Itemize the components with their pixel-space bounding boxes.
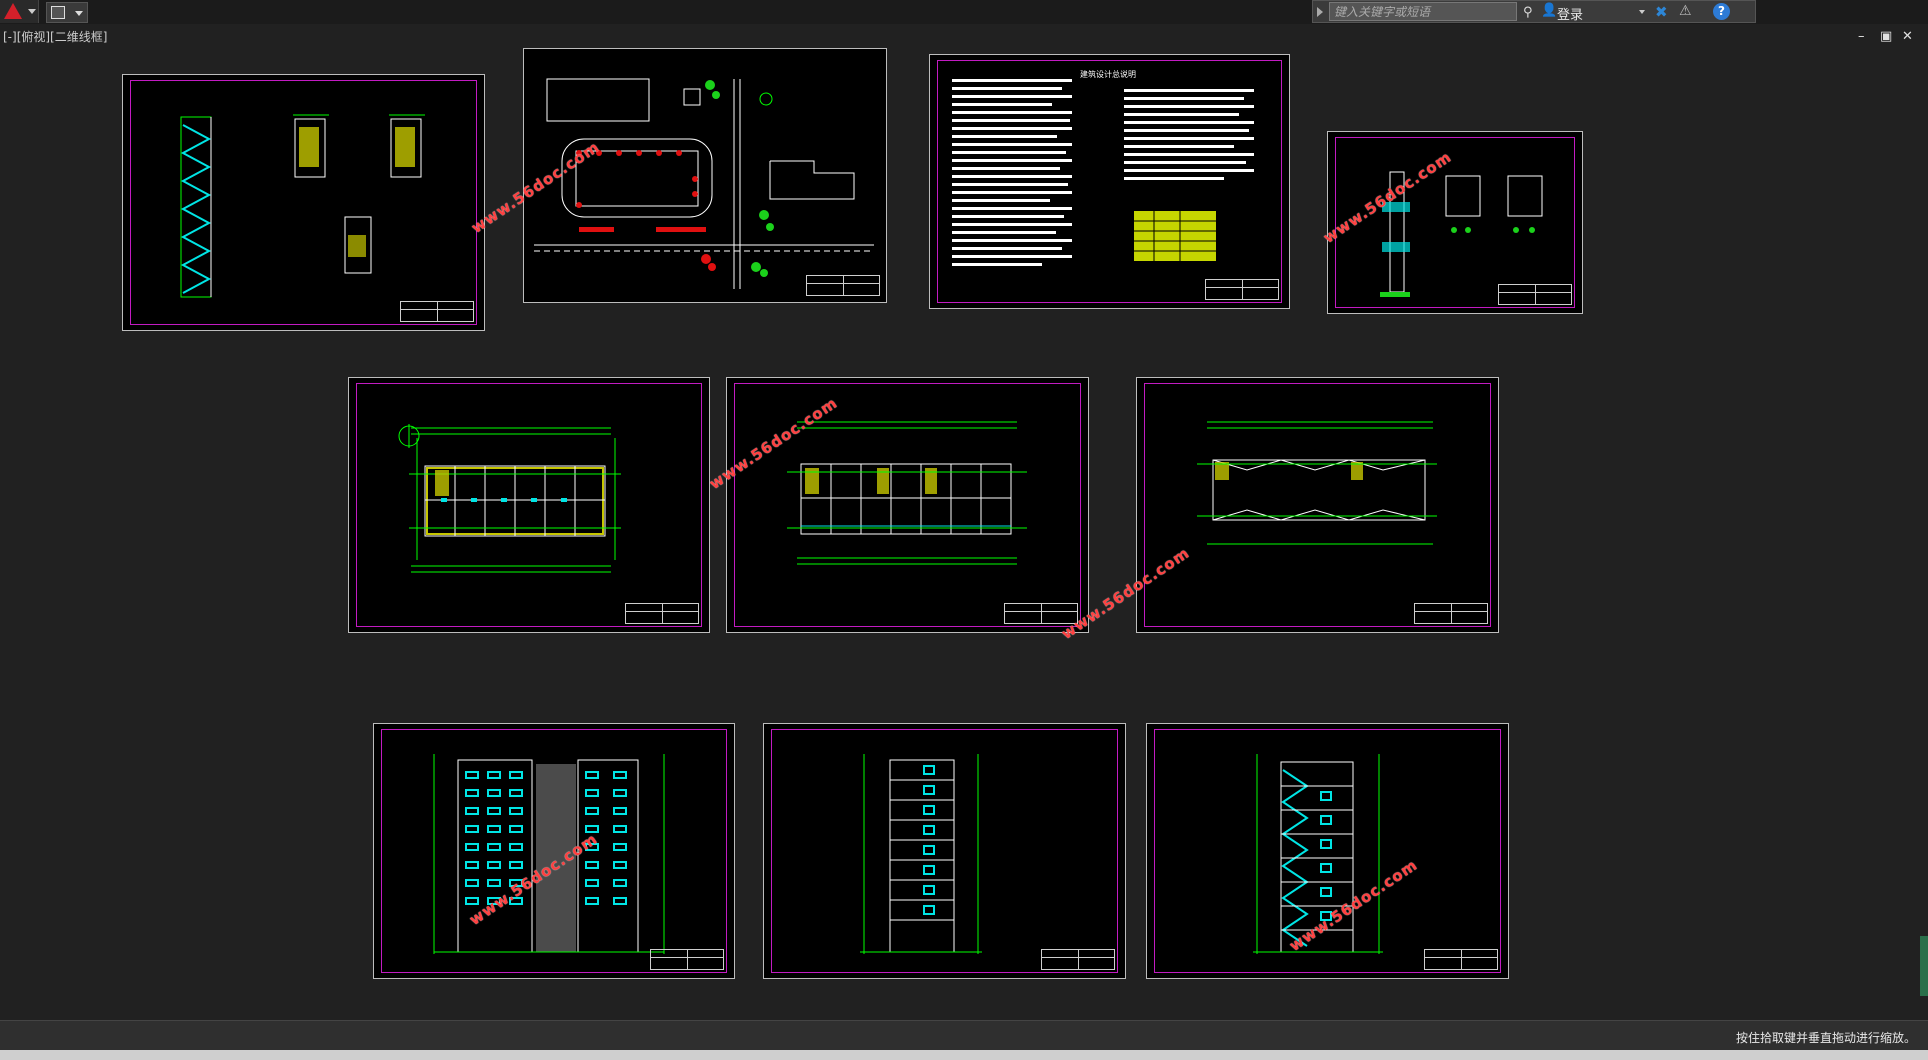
title-block bbox=[650, 949, 724, 970]
title-block bbox=[1414, 603, 1488, 624]
sheet-stair-details[interactable] bbox=[122, 74, 485, 331]
login-button[interactable]: 登录 bbox=[1557, 8, 1584, 23]
status-bar bbox=[0, 1050, 1928, 1060]
title-bar: 键入关键字或短语 ⚲ 👤 登录 ✖ ⚠ ? bbox=[0, 0, 1928, 24]
command-prompt: 按住拾取键并垂直拖动进行缩放。 bbox=[1735, 1031, 1916, 1045]
quick-access-button[interactable] bbox=[46, 2, 88, 23]
sheet-side-elevation[interactable] bbox=[763, 723, 1126, 979]
info-center: 键入关键字或短语 ⚲ 👤 登录 ✖ ⚠ ? bbox=[1312, 0, 1756, 23]
sheet-floor-plan-1[interactable] bbox=[348, 377, 710, 633]
sheet-border bbox=[356, 383, 702, 627]
node-details-drawing bbox=[1380, 171, 1543, 297]
sheet-floor-plan-std[interactable] bbox=[726, 377, 1089, 633]
minimize-button[interactable]: – bbox=[1858, 29, 1865, 44]
workspace-icon bbox=[51, 6, 65, 19]
title-block bbox=[1205, 279, 1279, 300]
scrollbar-handle[interactable] bbox=[1920, 936, 1928, 996]
site-plan-drawing bbox=[534, 78, 874, 289]
sheet-front-elevation[interactable] bbox=[373, 723, 735, 979]
restore-button[interactable]: ▣ bbox=[1880, 29, 1893, 44]
binoculars-icon[interactable]: ⚲ bbox=[1523, 5, 1533, 20]
title-block bbox=[625, 603, 699, 624]
title-block bbox=[1498, 284, 1572, 305]
search-input[interactable]: 键入关键字或短语 bbox=[1329, 2, 1517, 21]
stair-drawing bbox=[180, 114, 425, 298]
sheet-section[interactable] bbox=[1146, 723, 1509, 979]
sheet-border bbox=[734, 383, 1081, 627]
front-elevation-drawing bbox=[433, 754, 665, 954]
title-block bbox=[806, 275, 880, 296]
sheet-border bbox=[1335, 137, 1575, 308]
sheet-border bbox=[1144, 383, 1491, 627]
chevron-down-icon bbox=[28, 9, 36, 14]
close-button[interactable]: ✕ bbox=[1902, 29, 1913, 44]
roof-plan-drawing bbox=[1197, 421, 1437, 545]
chevron-down-icon[interactable] bbox=[1639, 10, 1645, 14]
autocad-logo-icon bbox=[4, 3, 22, 19]
sheet-node-details[interactable] bbox=[1327, 131, 1583, 314]
title-block bbox=[1424, 949, 1498, 970]
expand-arrow-icon[interactable] bbox=[1317, 7, 1323, 17]
floor-plan-1-drawing bbox=[398, 424, 621, 573]
sheet-border bbox=[130, 80, 477, 325]
sheet-roof-plan[interactable] bbox=[1136, 377, 1499, 633]
section-drawing bbox=[1253, 754, 1383, 954]
sheet-site-plan[interactable] bbox=[523, 48, 887, 303]
user-icon[interactable]: 👤 bbox=[1541, 3, 1558, 18]
floor-plan-std-drawing bbox=[787, 421, 1027, 565]
stay-connected-icon[interactable]: ⚠ bbox=[1679, 3, 1692, 19]
sheet-border bbox=[771, 729, 1118, 973]
title-block bbox=[1004, 603, 1078, 624]
help-icon[interactable]: ? bbox=[1713, 3, 1730, 20]
side-elevation-drawing bbox=[860, 754, 982, 954]
design-notes-drawing bbox=[952, 79, 1254, 266]
exchange-apps-icon[interactable]: ✖ bbox=[1655, 3, 1668, 21]
application-menu-button[interactable] bbox=[0, 0, 39, 23]
sheet-design-notes[interactable]: 建筑设计总说明 bbox=[929, 54, 1290, 309]
title-block bbox=[1041, 949, 1115, 970]
viewport-controls[interactable]: [-][俯视][二维线框] bbox=[3, 30, 108, 44]
sheet-border bbox=[937, 60, 1282, 303]
title-block bbox=[400, 301, 474, 322]
sheet-border bbox=[1154, 729, 1501, 973]
drawing-window-controls: – ▣ ✕ bbox=[1858, 30, 1922, 46]
sheet-border bbox=[381, 729, 727, 973]
command-line[interactable]: 按住拾取键并垂直拖动进行缩放。 bbox=[0, 1020, 1928, 1051]
chevron-down-icon bbox=[75, 11, 83, 16]
sheet-title: 建筑设计总说明 bbox=[1080, 70, 1136, 79]
